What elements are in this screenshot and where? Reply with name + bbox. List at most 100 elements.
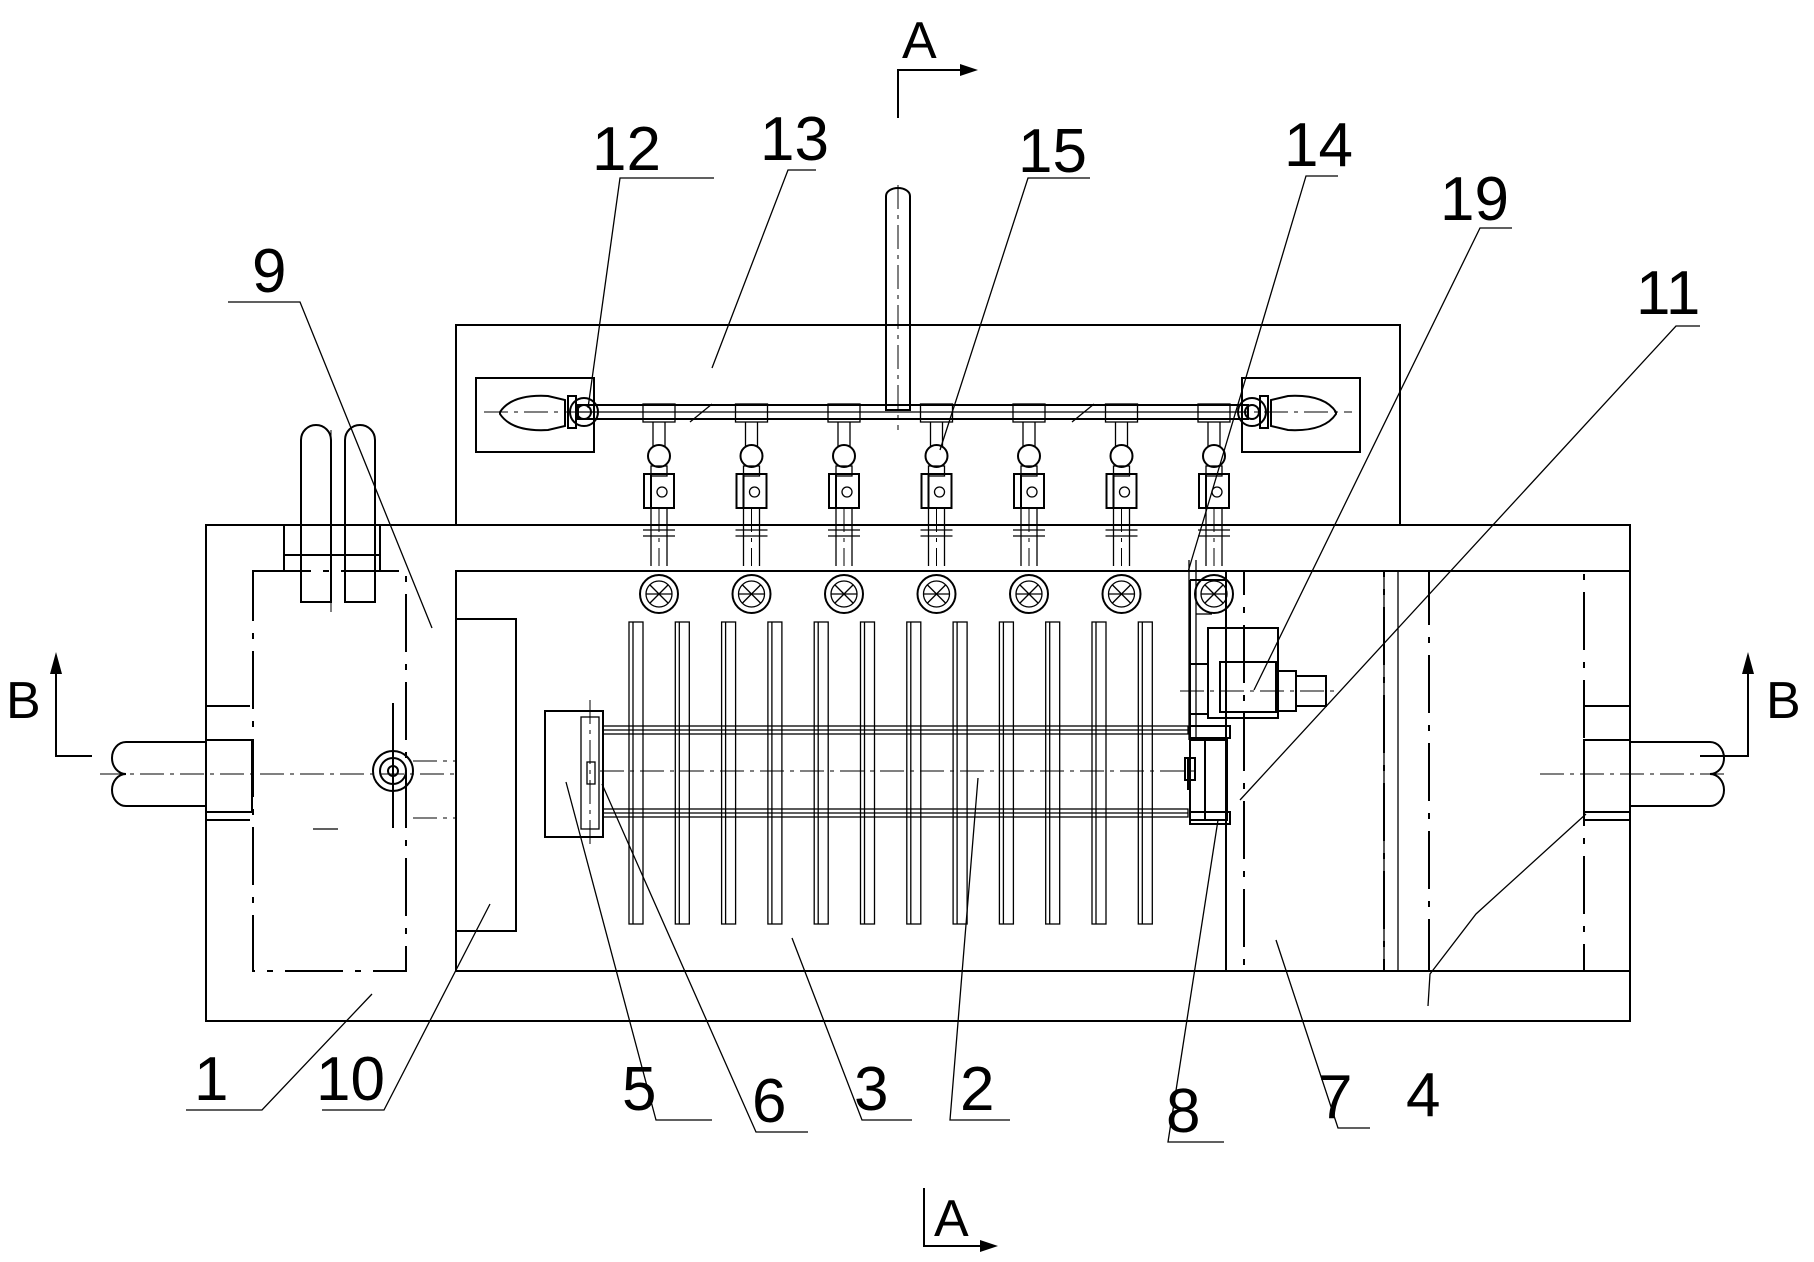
leader-3	[791, 937, 912, 1121]
leader-2	[949, 777, 1010, 1121]
section-b-right-text: B	[1766, 672, 1801, 730]
leader-10	[322, 903, 491, 1111]
burner-head	[920, 473, 953, 509]
manifold-tee	[642, 403, 676, 423]
label-1: 1	[194, 1045, 228, 1114]
leader-14	[1187, 175, 1338, 573]
leader-13	[711, 169, 816, 369]
leader-5	[565, 781, 712, 1121]
burner-units	[639, 403, 1234, 740]
burner-unit	[731, 403, 772, 614]
heating-rod	[628, 621, 644, 925]
burner-unit	[916, 403, 957, 614]
leader-6	[601, 783, 808, 1133]
bearing-seat-5	[544, 710, 604, 838]
burner-head	[828, 473, 860, 509]
left-exhaust-pipes	[283, 424, 381, 612]
blower-body-right	[1270, 394, 1337, 432]
burner-head	[1105, 473, 1138, 509]
label-8: 8	[1166, 1077, 1200, 1146]
nozzle-14	[1101, 574, 1142, 614]
nozzle-14	[916, 574, 957, 614]
leader-lines	[186, 169, 1700, 1143]
valve-wheel-hub	[387, 765, 399, 777]
left-inlet-pipe	[100, 705, 460, 821]
label-6: 6	[752, 1067, 786, 1136]
label-11: 11	[1636, 259, 1700, 328]
section-a-top-text: A	[902, 12, 937, 70]
right-chambers	[1243, 570, 1585, 972]
part-labels: 12 13 15 14 19 11 9 1 10 5 6 3 2 8 7 4	[194, 105, 1700, 1146]
gas-valve	[832, 444, 856, 468]
burner-unit	[824, 403, 864, 614]
heating-rod	[767, 621, 783, 925]
valve-wheel-inner	[379, 757, 407, 785]
heating-rod	[906, 621, 922, 925]
label-12: 12	[592, 115, 661, 184]
label-9: 9	[252, 237, 286, 306]
burner-unit	[1101, 403, 1142, 614]
manifold-tee	[827, 403, 861, 423]
nozzle-14	[639, 574, 679, 614]
label-15: 15	[1018, 117, 1087, 186]
section-a-bottom-text: A	[934, 1190, 969, 1248]
gas-valve	[1202, 444, 1226, 468]
arrow-a-bottom	[980, 1240, 998, 1252]
arrow-b-right	[1742, 652, 1754, 674]
nozzle-14	[1009, 574, 1049, 614]
leader-15	[939, 177, 1090, 451]
label-5: 5	[622, 1055, 656, 1124]
gas-valve	[647, 444, 671, 468]
section-b-left-text: B	[6, 672, 41, 730]
gas-valve	[1017, 444, 1041, 468]
leader-8	[1167, 819, 1224, 1143]
heating-rod	[1137, 621, 1153, 925]
section-marker-a-top: A	[897, 12, 978, 118]
heating-rod	[1091, 621, 1107, 925]
inlet-flange-left	[205, 739, 253, 813]
leader-12	[587, 177, 714, 409]
pipe-end-left	[111, 741, 127, 807]
burner-unit	[639, 403, 679, 614]
manifold-tee	[1104, 403, 1139, 423]
blower-box-right	[1241, 377, 1361, 453]
heating-rod	[998, 621, 1015, 925]
label-19: 19	[1440, 165, 1509, 234]
leader-11	[1239, 325, 1700, 801]
valve-wheel-outer	[372, 750, 414, 792]
label-13: 13	[760, 105, 829, 174]
section-marker-b-left: B	[6, 652, 92, 757]
drive-unit	[1180, 579, 1340, 825]
blower-box-left	[475, 377, 595, 453]
burner-head	[735, 473, 768, 509]
heating-rod	[1045, 621, 1061, 925]
exhaust-pipe-right	[344, 424, 376, 603]
door-panel-10	[455, 618, 517, 932]
blower-left	[475, 377, 612, 453]
blower-right	[1224, 377, 1361, 453]
manifold-tee	[734, 403, 769, 423]
heating-rods	[628, 621, 1153, 925]
leader-19	[1253, 227, 1512, 691]
burner-head	[1198, 473, 1230, 509]
heating-rod	[813, 621, 829, 925]
label-2: 2	[960, 1055, 994, 1124]
exhaust-pipe-left	[300, 424, 332, 603]
main-housing	[205, 324, 1631, 1022]
check-valve-left	[689, 403, 713, 423]
label-14: 14	[1284, 111, 1353, 180]
gas-valve	[1109, 444, 1134, 468]
outlet-flange-right	[1583, 739, 1631, 813]
nozzle-14	[824, 574, 864, 614]
heating-rod	[674, 621, 690, 925]
label-7: 7	[1318, 1063, 1352, 1132]
manifold-tee	[1197, 403, 1231, 423]
right-outlet-pipe	[1540, 705, 1730, 821]
gas-valve	[739, 444, 764, 468]
arrow-a-top	[960, 64, 978, 76]
label-4: 4	[1406, 1061, 1440, 1130]
top-manifold	[577, 185, 1249, 430]
leader-7	[1275, 939, 1370, 1129]
